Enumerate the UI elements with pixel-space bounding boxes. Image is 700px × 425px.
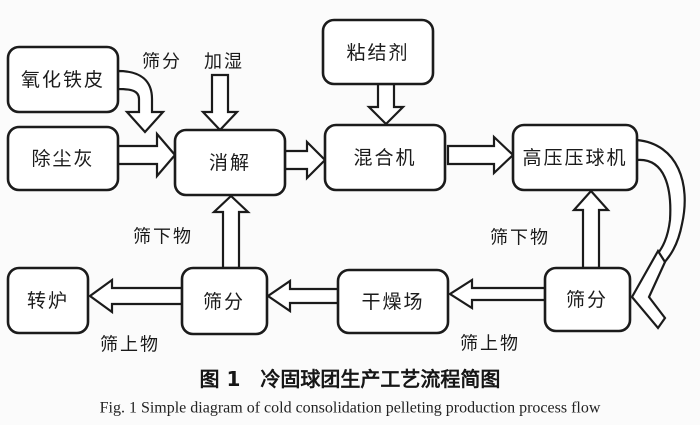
box-press: 高压压球机 xyxy=(511,123,639,192)
box-mixer-rect xyxy=(323,123,447,192)
label-humidify: 加湿 xyxy=(204,52,244,73)
box-oxide-scale: 氧化铁皮 xyxy=(6,45,120,114)
box-drying-yard-rect xyxy=(336,268,450,335)
screening-curved-arrow xyxy=(116,69,166,134)
label-undersize-right: 筛下物 xyxy=(490,228,550,249)
box-dust-ash: 除尘灰 xyxy=(6,125,120,192)
box-drying-yard: 干燥场 xyxy=(336,268,450,335)
box-screen-right-rect xyxy=(543,266,632,333)
humidify-down-arrow xyxy=(200,73,240,132)
box-oxide-scale-label: 氧化铁皮 xyxy=(21,69,105,91)
screen-right-to-drying-arrow xyxy=(447,277,547,311)
mixer-to-press-arrow xyxy=(446,134,515,176)
binder-down-arrow xyxy=(366,82,406,126)
box-dust-ash-label: 除尘灰 xyxy=(31,148,94,170)
box-oxide-scale-rect xyxy=(6,45,120,114)
box-binder-rect xyxy=(321,18,435,86)
box-screen-left-rect xyxy=(180,266,269,336)
box-press-rect xyxy=(511,123,639,192)
label-oversize-right: 筛上物 xyxy=(460,334,520,355)
figure-caption-zh: 图 1 冷固球团生产工艺流程简图 xyxy=(200,367,501,391)
box-drying-yard-label: 干燥场 xyxy=(361,291,424,313)
box-press-label: 高压压球机 xyxy=(522,147,627,169)
press-curved-arrowhead xyxy=(630,248,667,330)
box-screen-right-label: 筛分 xyxy=(566,289,608,311)
box-binder: 粘结剂 xyxy=(321,18,435,86)
undersize-left-up-arrow xyxy=(211,194,251,270)
box-mixer-label: 混合机 xyxy=(353,147,416,169)
box-screen-left: 筛分 xyxy=(180,266,269,336)
box-screen-left-label: 筛分 xyxy=(203,291,245,313)
box-binder-label: 粘结剂 xyxy=(346,42,409,64)
box-converter-rect xyxy=(6,266,90,335)
dust-ash-to-digestion-arrow xyxy=(116,131,177,179)
box-digestion-rect xyxy=(173,128,287,197)
label-oversize-left: 筛上物 xyxy=(100,335,160,356)
box-digestion: 消解 xyxy=(173,128,287,197)
undersize-right-up-arrow xyxy=(571,189,611,270)
label-undersize-left: 筛下物 xyxy=(133,227,193,248)
box-dust-ash-rect xyxy=(6,125,120,192)
box-digestion-label: 消解 xyxy=(209,152,251,174)
screen-left-to-converter-arrow xyxy=(88,277,184,315)
box-converter-label: 转炉 xyxy=(27,290,69,312)
box-mixer: 混合机 xyxy=(323,123,447,192)
label-screening-top: 筛分 xyxy=(142,52,182,73)
box-screen-right: 筛分 xyxy=(543,266,632,333)
figure-caption-en: Fig. 1 Simple diagram of cold consolidat… xyxy=(100,400,601,417)
digestion-to-mixer-arrow xyxy=(283,139,327,181)
box-converter: 转炉 xyxy=(6,266,90,335)
drying-to-screen-left-arrow xyxy=(266,278,340,314)
